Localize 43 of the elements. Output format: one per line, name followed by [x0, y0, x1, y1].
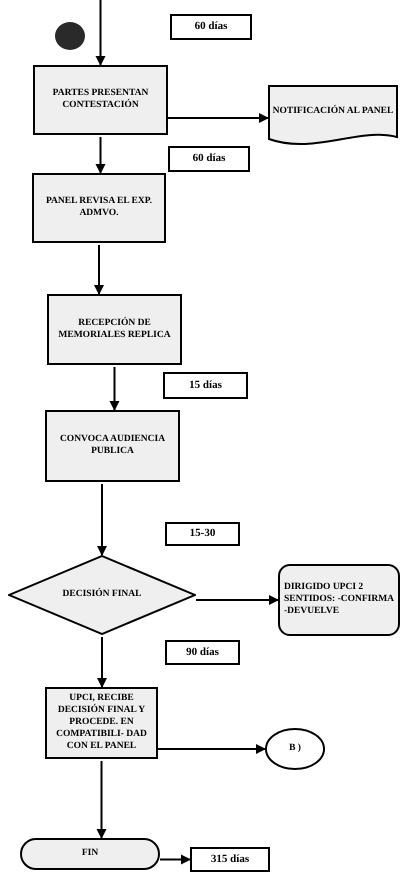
arrow: [96, 761, 106, 839]
duration-text: 315 días: [210, 852, 250, 866]
arrow: [110, 367, 120, 411]
duration-text: 60 días: [194, 20, 228, 34]
process-box: [45, 687, 158, 759]
process-box: [47, 294, 182, 365]
duration-box: [170, 14, 252, 40]
arrow: [96, 0, 106, 66]
process-box: [32, 173, 166, 243]
arrow: [94, 245, 104, 295]
duration-text: 15-30: [190, 527, 216, 541]
node-text: NOTIFICACIÓN AL PANEL: [272, 106, 394, 118]
connector-circle: [265, 728, 325, 770]
node-text: PARTES PRESENTAN CONTESTACIÓN: [52, 88, 150, 112]
rounded-box: [278, 564, 400, 636]
arrow: [158, 744, 266, 754]
arrow: [168, 113, 269, 123]
duration-box: [165, 522, 240, 546]
duration-box: [190, 847, 270, 872]
node-text: FIN: [82, 848, 98, 860]
arrow: [97, 484, 107, 556]
node-text: UPCI, RECIBE DECISIÓN FINAL Y PROCEDE. EN COMPATIBILI- DAD CON EL PANEL: [55, 693, 148, 753]
arrow: [160, 854, 191, 864]
arrow: [96, 137, 106, 174]
duration-text: 60 días: [192, 152, 226, 166]
arrow: [196, 595, 279, 605]
process-box: [45, 410, 180, 482]
duration-box: [168, 146, 250, 172]
decision-diamond: [8, 555, 196, 635]
arrow: [97, 637, 107, 688]
node-text: DIRIGIDO UPCI 2 SENTIDOS: -CONFIRMA -DEVUELVE: [284, 582, 394, 618]
process-box: [33, 65, 168, 135]
node-text: PANEL REVISA EL EXP. ADMVO.: [44, 196, 154, 220]
connector-dot: [55, 22, 85, 50]
node-text: CONVOCA AUDIENCIA PUBLICA: [58, 434, 166, 458]
duration-text: 90 días: [186, 646, 219, 660]
node-text: B ): [289, 743, 301, 755]
node-text: RECEPCIÓN DE MEMORIALES REPLICA: [57, 318, 172, 342]
duration-box: [165, 640, 240, 665]
terminator-shape: [20, 838, 160, 870]
duration-box: [163, 372, 248, 399]
node-text: DECISIÓN FINAL: [62, 589, 142, 601]
duration-text: 15 días: [189, 378, 222, 392]
